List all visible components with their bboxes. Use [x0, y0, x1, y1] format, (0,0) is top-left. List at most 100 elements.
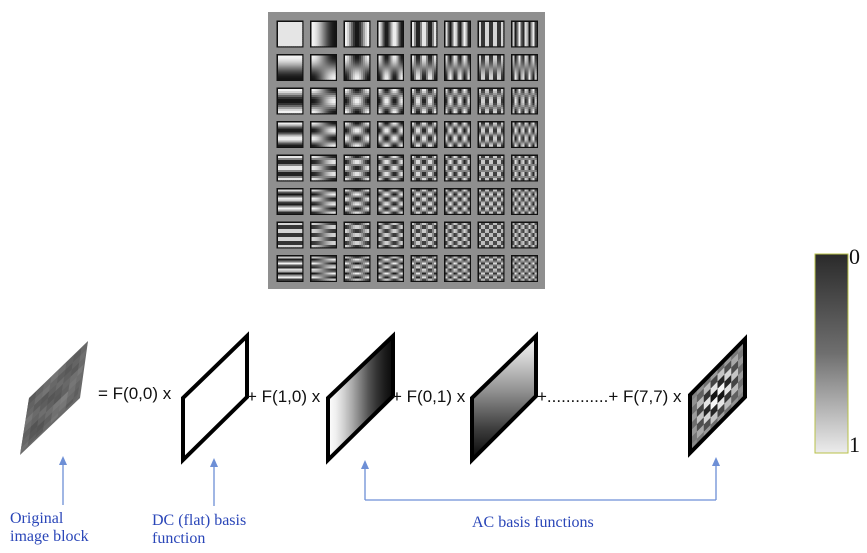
- checker-cell: [696, 424, 704, 439]
- checker-cell: [710, 381, 718, 396]
- basis-tile: [310, 121, 337, 148]
- original-block-pixel: [29, 419, 39, 434]
- checker-cell: [690, 395, 697, 410]
- basis-tile: [377, 255, 404, 282]
- basis-tile: [343, 87, 371, 115]
- term-f01: + F(0,1) x: [392, 387, 466, 406]
- original-block-pixel: [68, 376, 77, 391]
- checker-cell: [724, 353, 732, 368]
- checker-cell: [696, 395, 704, 410]
- basis-tile: [410, 87, 438, 115]
- checker-cell: [696, 417, 704, 432]
- basis-tile: [310, 87, 337, 115]
- basis-tile: [511, 188, 538, 215]
- checker-cell: [690, 417, 697, 432]
- original-block-pixel: [62, 376, 71, 391]
- original-block-pixel: [52, 398, 61, 413]
- original-label-line2: image block: [10, 528, 89, 545]
- basis-tile: [477, 121, 505, 148]
- basis-tile: [410, 20, 438, 48]
- original-block-pixel: [66, 390, 75, 406]
- original-block-pixel: [67, 383, 76, 398]
- basis-tile: [377, 20, 404, 48]
- original-block-pixel: [47, 390, 56, 406]
- original-block-pixel: [51, 405, 60, 420]
- original-block-pixel: [58, 398, 68, 413]
- checker-cell: [724, 403, 732, 418]
- ac-basis-block-0-1: [470, 331, 538, 465]
- checker-cell: [724, 367, 732, 382]
- basis-tile: [477, 221, 505, 249]
- basis-tile: [444, 121, 471, 148]
- checker-cell: [710, 374, 718, 389]
- checker-cell: [731, 382, 739, 397]
- basis-tile: [343, 20, 371, 48]
- original-block-pixel: [48, 383, 57, 398]
- original-image-block: [20, 341, 88, 455]
- dct-basis-grid: [268, 12, 545, 289]
- original-block-pixel: [57, 362, 67, 377]
- checker-cell: [731, 389, 739, 404]
- checker-cell: [717, 381, 725, 396]
- original-block-pixel: [33, 398, 42, 413]
- basis-tile: [310, 188, 337, 215]
- dc-basis-block: [181, 331, 249, 465]
- checker-cell: [717, 396, 725, 411]
- checker-cell: [690, 388, 697, 403]
- checker-cell: [710, 367, 718, 382]
- basis-tile: [343, 54, 371, 81]
- checker-cell: [724, 374, 732, 389]
- ac-basis-block-1-0: [326, 331, 395, 465]
- checker-cell: [724, 382, 732, 397]
- original-block-pixel: [69, 369, 79, 384]
- original-block-pixel: [24, 412, 34, 427]
- basis-tile: [477, 54, 505, 81]
- original-block-pixel: [40, 390, 50, 406]
- original-image-label: Original image block: [10, 510, 89, 546]
- original-block-pixel: [55, 376, 65, 391]
- original-block-pixel: [28, 426, 38, 441]
- basis-tile: [410, 221, 438, 249]
- checker-cell: [703, 374, 711, 389]
- basis-tile: [410, 54, 438, 81]
- basis-tile: [511, 121, 538, 148]
- basis-tile: [444, 20, 471, 48]
- checker-cell: [710, 410, 718, 425]
- basis-tile: [477, 255, 505, 282]
- checker-cell: [690, 438, 697, 453]
- checker-cell: [738, 382, 745, 397]
- checker-cell: [738, 389, 745, 404]
- basis-tile: [276, 188, 304, 215]
- basis-tile: [377, 54, 404, 81]
- original-block-pixel: [45, 398, 55, 413]
- original-block-pixel: [27, 433, 37, 448]
- original-block-pixel: [44, 405, 54, 420]
- checker-cell: [717, 403, 725, 418]
- basis-tile: [343, 255, 371, 282]
- basis-tile: [410, 188, 438, 215]
- original-block-pixel: [70, 362, 80, 377]
- dc-label-line2: function: [152, 530, 206, 547]
- basis-tile: [511, 255, 538, 282]
- basis-tile: [310, 154, 337, 182]
- original-block-pixel: [65, 398, 74, 413]
- checker-cell: [710, 417, 718, 432]
- original-block-pixel: [43, 412, 53, 427]
- original-block-pixel: [63, 369, 72, 384]
- checker-cell: [703, 424, 711, 439]
- checker-cell: [738, 339, 745, 354]
- checker-cell: [724, 360, 732, 375]
- basis-tile: [511, 154, 538, 182]
- original-block-pixel: [30, 412, 40, 427]
- checker-cell: [717, 374, 725, 389]
- original-block-pixel: [27, 390, 37, 406]
- basis-tile: [310, 221, 337, 249]
- basis-tile: [276, 87, 304, 115]
- basis-tile: [477, 154, 505, 182]
- original-block-pixel: [75, 369, 85, 384]
- original-block-pixel: [35, 426, 44, 441]
- original-label-line1: Original: [10, 510, 64, 527]
- checker-cell: [724, 389, 732, 404]
- basis-tile: [377, 121, 404, 148]
- basis-tile: [310, 54, 337, 81]
